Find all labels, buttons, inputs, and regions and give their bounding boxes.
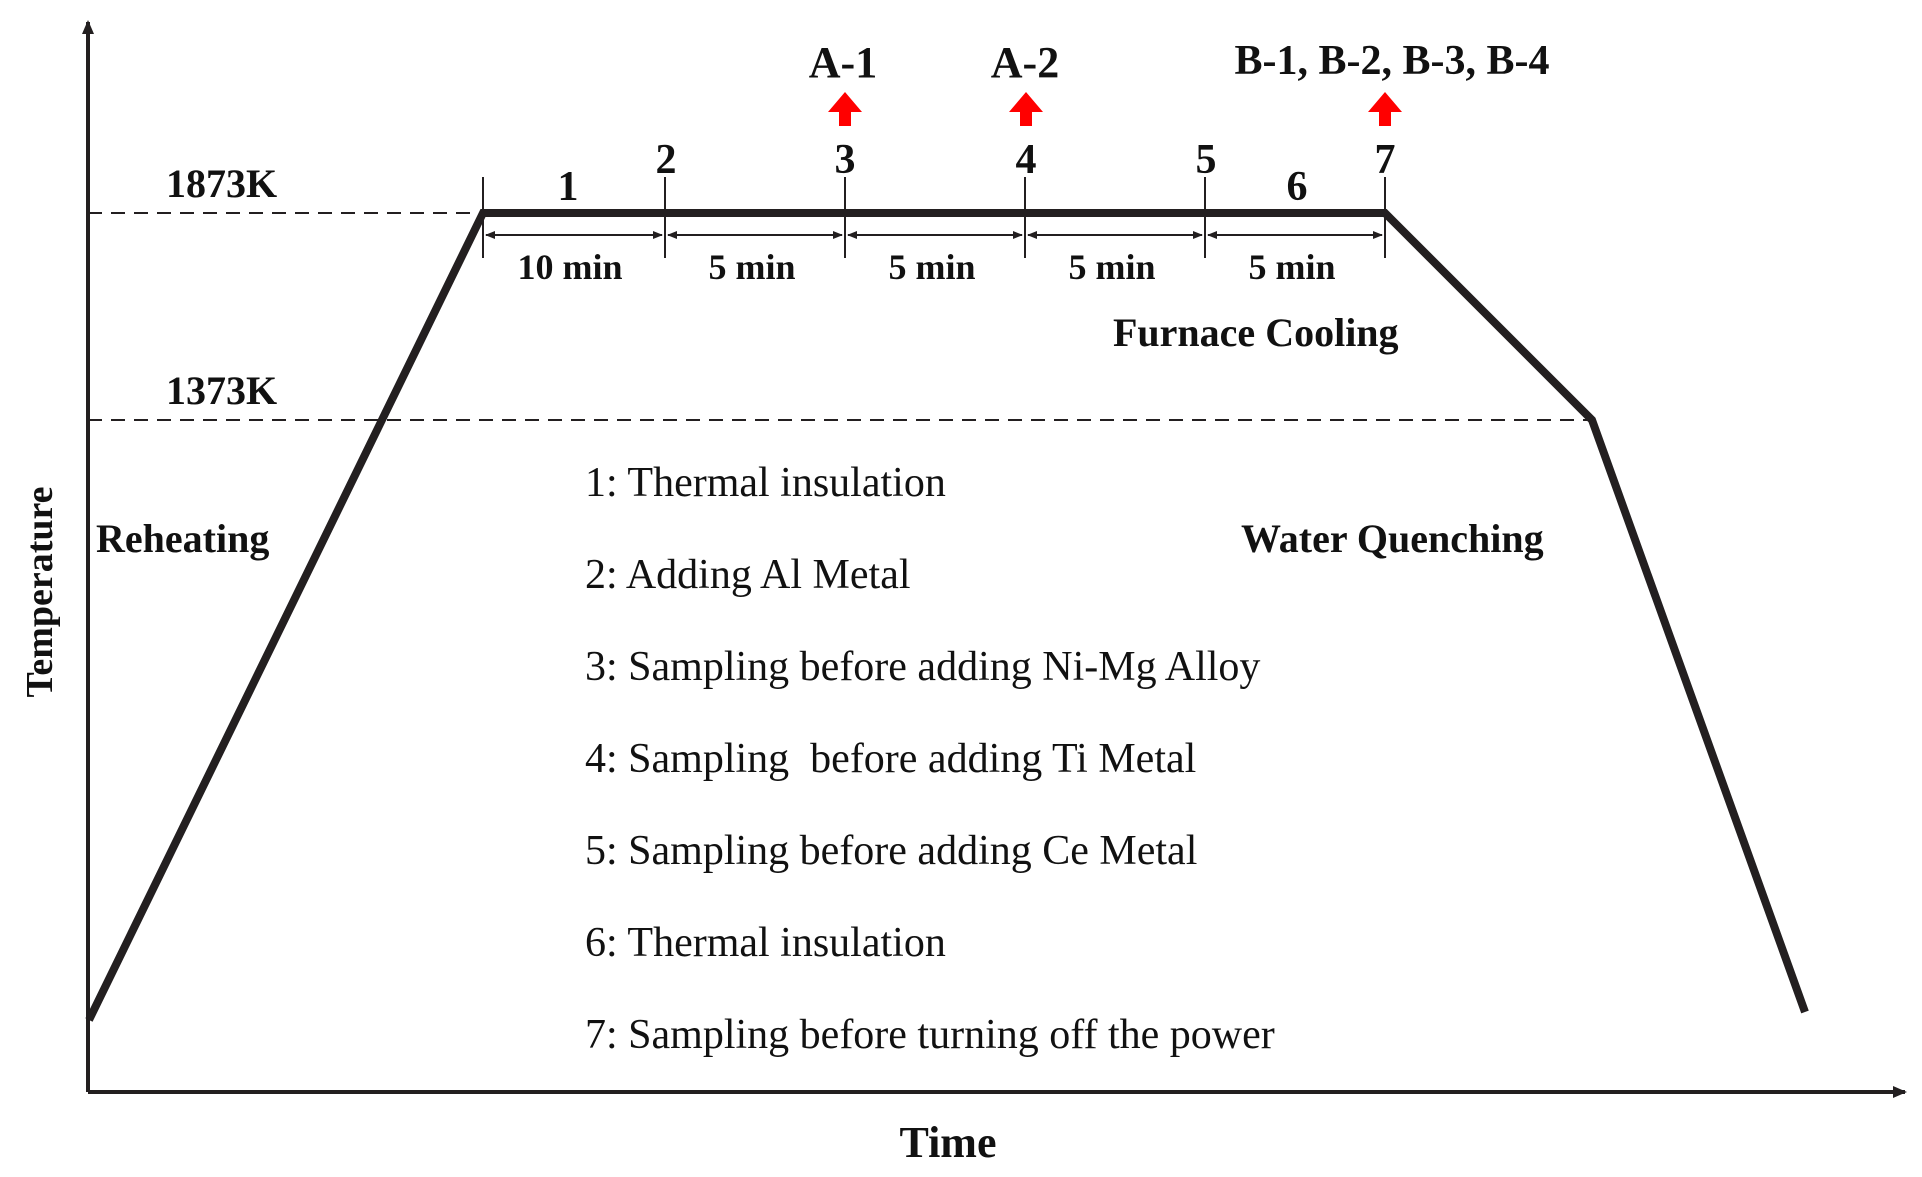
duration-labels: 10 min 5 min 5 min 5 min 5 min — [517, 247, 1335, 287]
legend-item: 1: Thermal insulation — [585, 460, 946, 506]
marker-number: 7 — [1375, 137, 1396, 183]
legend-item: 2: Adding Al Metal — [585, 552, 911, 598]
sampling-arrows — [828, 92, 1402, 126]
red-arrow-up-icon — [1368, 92, 1402, 126]
red-arrow-up-icon — [828, 92, 862, 126]
marker-ticks — [482, 177, 1386, 258]
legend-item: 4: Sampling before adding Ti Metal — [585, 736, 1196, 782]
y-axis-label: Temperature — [19, 486, 61, 697]
x-axis-label: Time — [900, 1118, 997, 1167]
marker-number: 2 — [656, 137, 677, 183]
phase-label-furnace-cooling: Furnace Cooling — [1113, 310, 1399, 355]
temperature-profile-line — [85, 209, 1809, 1022]
duration-label: 10 min — [517, 247, 622, 287]
sample-label-a1: A-1 — [809, 38, 877, 87]
marker-numbers: 1 2 3 4 5 6 7 — [558, 137, 1396, 210]
phase-label-water-quenching: Water Quenching — [1241, 516, 1544, 561]
marker-number: 4 — [1016, 137, 1037, 183]
duration-label: 5 min — [708, 247, 795, 287]
legend-item: 6: Thermal insulation — [585, 920, 946, 966]
temp-low-label: 1373K — [166, 368, 277, 413]
legend: 1: Thermal insulation 2: Adding Al Metal… — [585, 460, 1275, 1058]
sample-label-b-group: B-1, B-2, B-3, B-4 — [1235, 38, 1550, 84]
duration-label: 5 min — [888, 247, 975, 287]
marker-number: 5 — [1196, 137, 1217, 183]
phase-label-reheating: Reheating — [96, 516, 269, 561]
legend-item: 5: Sampling before adding Ce Metal — [585, 828, 1197, 874]
marker-number: 3 — [835, 137, 856, 183]
duration-label: 5 min — [1248, 247, 1335, 287]
legend-item: 7: Sampling before turning off the power — [585, 1012, 1275, 1058]
sample-label-a2: A-2 — [991, 38, 1059, 87]
duration-label: 5 min — [1068, 247, 1155, 287]
red-arrow-up-icon — [1009, 92, 1043, 126]
marker-number: 1 — [558, 164, 579, 210]
marker-number: 6 — [1287, 164, 1308, 210]
temp-high-label: 1873K — [166, 161, 277, 206]
legend-item: 3: Sampling before adding Ni-Mg Alloy — [585, 644, 1260, 690]
